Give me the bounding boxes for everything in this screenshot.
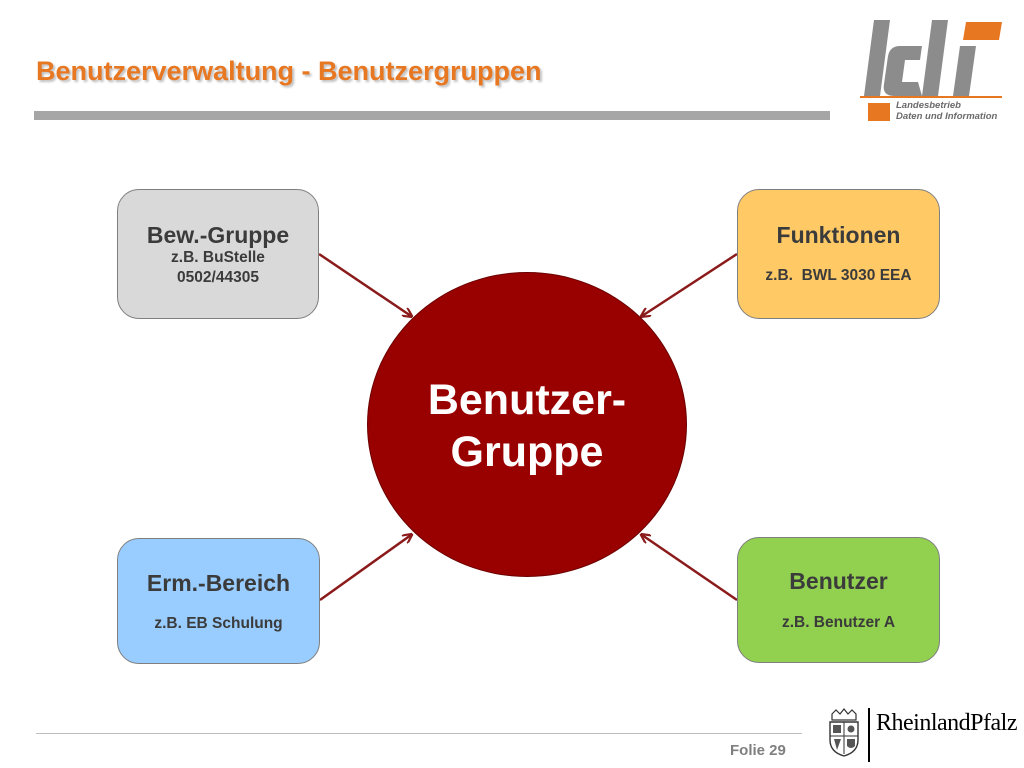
node-bew-gruppe-title: Bew.-Gruppe	[146, 222, 290, 248]
logo-underline	[860, 96, 1002, 98]
slide-number: Folie 29	[730, 742, 786, 759]
center-node-benutzer-gruppe: Benutzer- Gruppe	[367, 272, 687, 577]
slide-title: Benutzerverwaltung - Benutzergruppen	[36, 56, 542, 86]
node-funktionen-title: Funktionen	[776, 222, 901, 248]
node-benutzer-title: Benutzer	[789, 568, 888, 594]
arrow-funktionen	[642, 252, 738, 316]
state-logo-part-1: Rheinland	[876, 710, 971, 736]
arrow-erm-bereich	[319, 535, 411, 602]
node-erm-bereich-example: z.B. EB Schulung	[154, 615, 283, 632]
state-logo-part-2: Pfalz	[970, 710, 1017, 736]
coat-of-arms-icon	[829, 708, 859, 757]
node-funktionen: Funktionen z.B. BWL 3030 EEA	[737, 189, 940, 319]
node-erm-bereich: Erm.-Bereich z.B. EB Schulung	[117, 538, 320, 664]
node-funktionen-example: z.B. BWL 3030 EEA	[765, 267, 912, 284]
state-logo-text: RheinlandPfalz	[876, 710, 1017, 737]
footer-divider	[36, 733, 802, 734]
node-benutzer-example: z.B. Benutzer A	[781, 614, 896, 631]
arrow-bew-gruppe	[318, 252, 411, 316]
logo-line-1: Landesbetrieb	[896, 100, 961, 111]
node-bew-gruppe: Bew.-Gruppe z.B. BuStelle 0502/44305	[117, 189, 319, 319]
logo-line-2: Daten und Information	[896, 111, 998, 122]
node-bew-gruppe-example: z.B. BuStelle	[171, 249, 265, 266]
state-logo-divider	[868, 708, 870, 762]
node-erm-bereich-title: Erm.-Bereich	[146, 570, 291, 596]
arrow-benutzer	[642, 535, 738, 602]
ldi-logo	[864, 20, 1002, 96]
title-divider	[34, 111, 830, 120]
node-benutzer: Benutzer z.B. Benutzer A	[737, 537, 940, 663]
center-node-line-1: Benutzer-	[427, 376, 627, 424]
node-bew-gruppe-number: 0502/44305	[177, 269, 259, 286]
center-node-line-2: Gruppe	[450, 428, 604, 476]
logo-orange-mark	[868, 103, 890, 121]
